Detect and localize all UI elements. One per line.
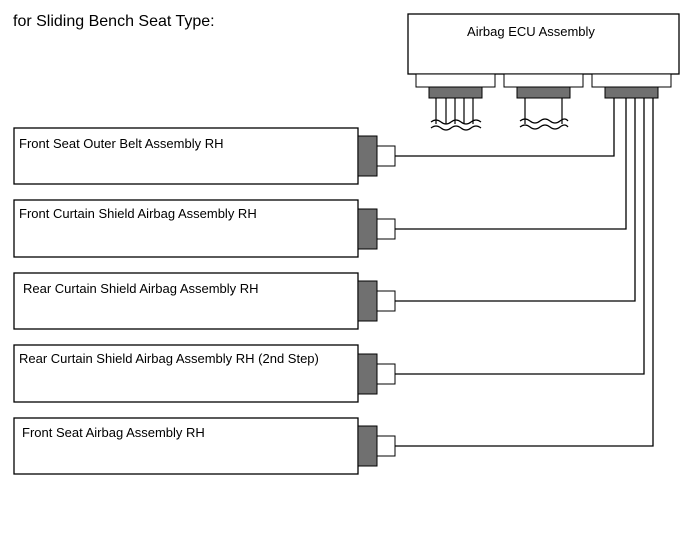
component-box	[13, 344, 359, 403]
component-connector-plug	[357, 353, 378, 395]
component-connector-housing	[376, 363, 396, 385]
component-connector-plug	[357, 280, 378, 322]
component-front-curtain-shield	[13, 98, 627, 258]
wire	[395, 98, 627, 230]
component-box	[13, 199, 359, 258]
ecu-connector-1-plug	[428, 86, 483, 99]
component-label-rear-curtain-shield-2nd-step: Rear Curtain Shield Airbag Assembly RH (…	[19, 351, 319, 366]
ecu-connector-2-plug	[516, 86, 571, 99]
ecu-box	[407, 13, 680, 75]
component-label-front-seat-outer-belt: Front Seat Outer Belt Assembly RH	[19, 136, 224, 151]
wire	[395, 98, 645, 375]
component-connector-housing	[376, 218, 396, 240]
component-connector-plug	[357, 425, 378, 467]
diagram-caption: for Sliding Bench Seat Type:	[13, 13, 215, 30]
wire	[395, 98, 615, 157]
component-connector-housing	[376, 290, 396, 312]
ecu-connector-3-plug	[604, 86, 659, 99]
wire	[395, 98, 654, 447]
component-rear-curtain-shield-2nd-step	[13, 98, 645, 403]
component-connector-plug	[357, 135, 378, 177]
component-connector-plug	[357, 208, 378, 250]
ecu-connector-2-housing	[503, 73, 584, 88]
component-label-front-seat-airbag: Front Seat Airbag Assembly RH	[22, 425, 205, 440]
component-front-seat-outer-belt	[13, 98, 615, 185]
ecu-connector-2-wire-stubs	[519, 98, 569, 130]
ecu-label: Airbag ECU Assembly	[467, 24, 595, 39]
wire	[395, 98, 636, 302]
component-box	[13, 127, 359, 185]
ecu-connector-1-housing	[415, 73, 496, 88]
ecu-connector-3-housing	[591, 73, 672, 88]
component-label-rear-curtain-shield: Rear Curtain Shield Airbag Assembly RH	[23, 281, 259, 296]
component-connector-housing	[376, 435, 396, 457]
component-rear-curtain-shield	[13, 98, 636, 330]
component-connector-housing	[376, 145, 396, 167]
component-box	[13, 272, 359, 330]
component-label-front-curtain-shield: Front Curtain Shield Airbag Assembly RH	[19, 206, 257, 221]
ecu-connector-1-wire-stubs	[430, 98, 482, 131]
component-box	[13, 417, 359, 475]
component-front-seat-airbag	[13, 98, 654, 475]
